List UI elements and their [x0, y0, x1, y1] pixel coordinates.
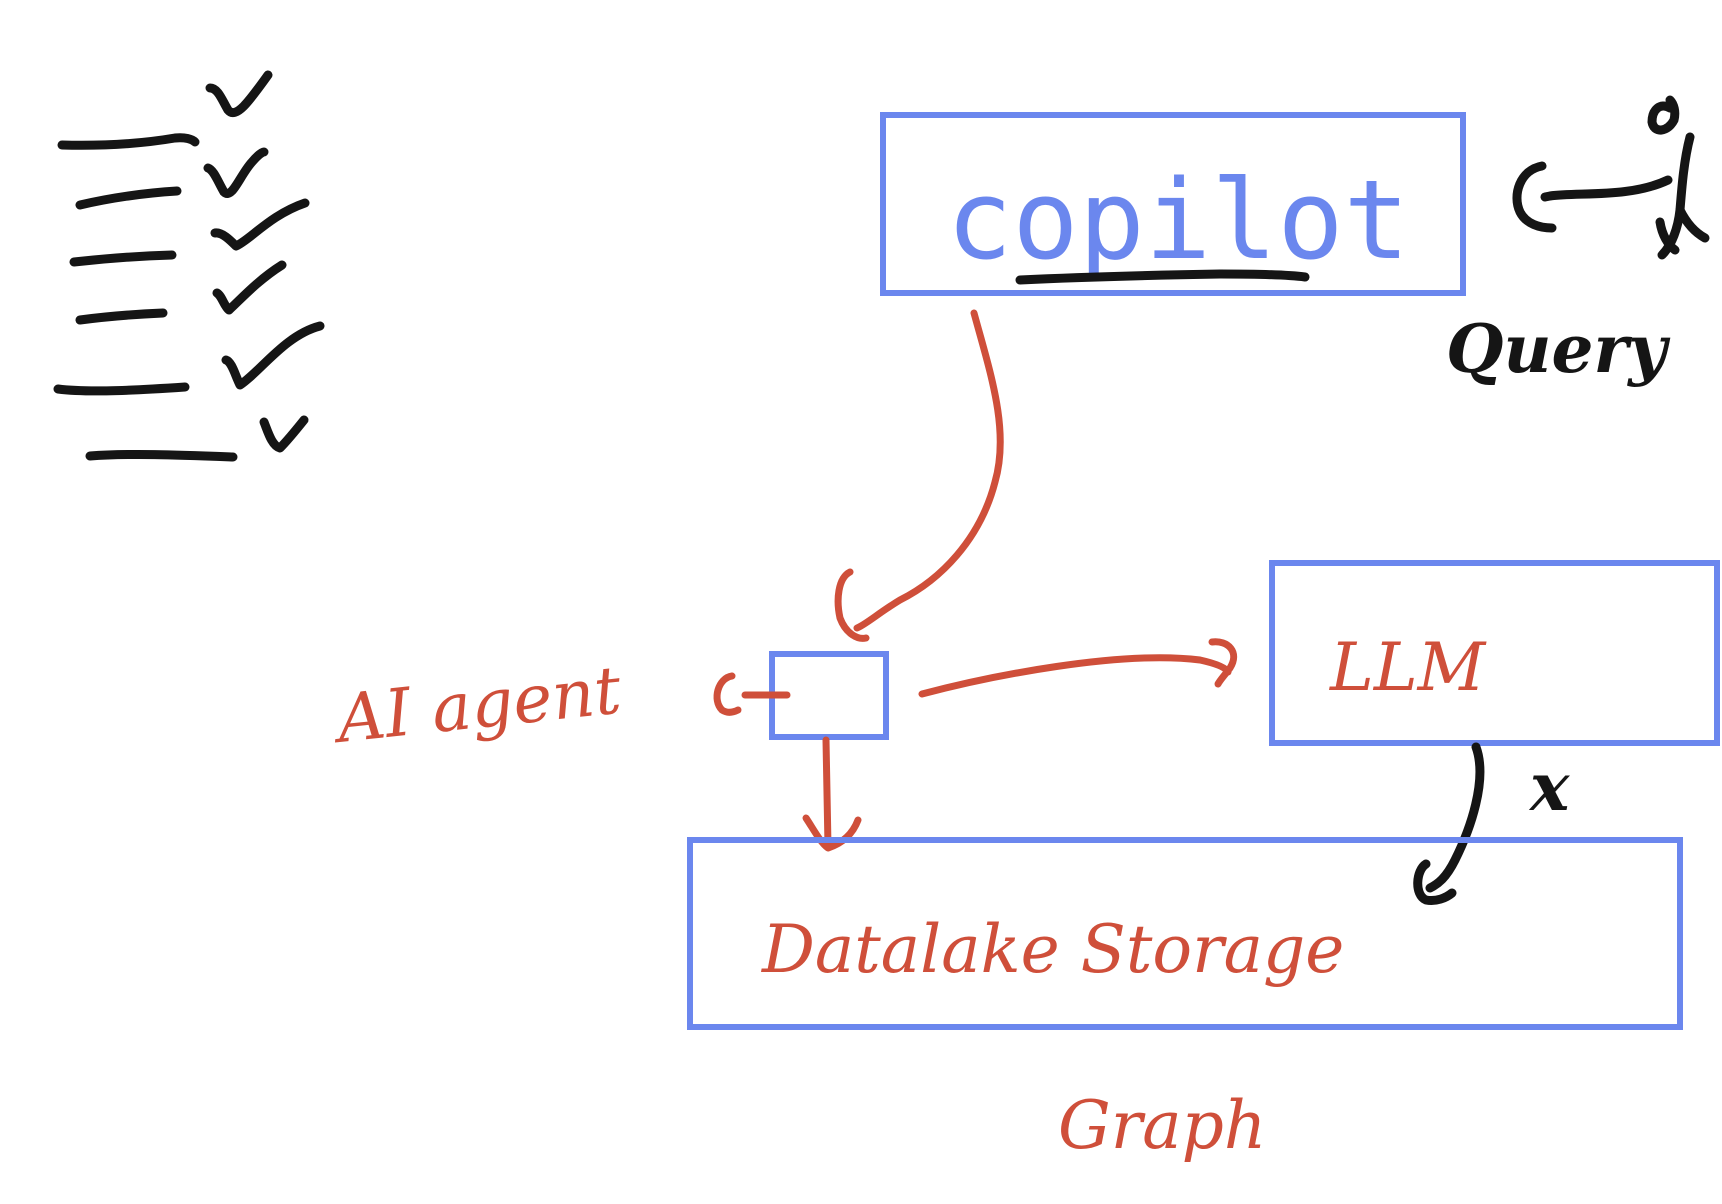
checklist-line-1: [57, 133, 200, 150]
agent-node: AI agent: [328, 651, 889, 759]
copilot-node: copilot: [880, 112, 1466, 296]
copilot-to-agent-arrowhead: [834, 568, 870, 642]
storage-label: Datalake Storage: [761, 911, 1344, 988]
checklist-line-2: [75, 186, 182, 210]
llm-label: LLM: [1329, 629, 1487, 706]
storage-box: [687, 837, 1683, 1030]
llm-box: [1269, 560, 1720, 746]
person-leg: [1675, 205, 1710, 243]
storage-node: Datalake Storage: [687, 837, 1683, 1030]
checklist-line-4: [75, 308, 168, 325]
ai-agent-label: AI agent: [328, 652, 625, 759]
agent-label-arrowhead: [713, 672, 742, 716]
llm-to-storage-arrowhead: [1413, 859, 1457, 905]
person-head: [1647, 95, 1680, 135]
query-arrow: [1540, 175, 1673, 202]
query-label: Query: [1446, 310, 1671, 388]
checklist-line-5: [53, 382, 190, 396]
llm-to-storage-arrow: [1425, 742, 1485, 893]
checklist-icon: [53, 70, 325, 462]
person-icon: [1647, 95, 1710, 260]
copilot-label: copilot: [946, 156, 1410, 284]
checkmark-icon: [259, 415, 309, 453]
copilot-box: [880, 112, 1466, 296]
checkmark-icon: [212, 260, 287, 315]
copilot-to-agent-arrow: [853, 309, 1004, 632]
agent-to-storage-arrow: [822, 736, 832, 850]
copilot-underline: [1015, 269, 1310, 285]
checklist-line-6: [85, 449, 238, 462]
checkmark-icon: [221, 321, 325, 390]
graph-label: Graph: [1058, 1087, 1266, 1164]
llm-node: LLM: [1269, 560, 1720, 746]
checkmark-icon: [205, 70, 273, 117]
agent-to-llm-arrow: [918, 654, 1232, 698]
agent-to-llm-arrowhead: [1208, 638, 1238, 688]
checklist-line-3: [69, 250, 177, 267]
person-leg: [1655, 217, 1680, 255]
x-mark: x: [1528, 748, 1570, 826]
checkmark-icon: [203, 147, 269, 199]
query-arrowhead: [1512, 161, 1557, 233]
checkmark-icon: [210, 198, 310, 251]
agent-to-storage-arrowhead: [802, 814, 862, 852]
